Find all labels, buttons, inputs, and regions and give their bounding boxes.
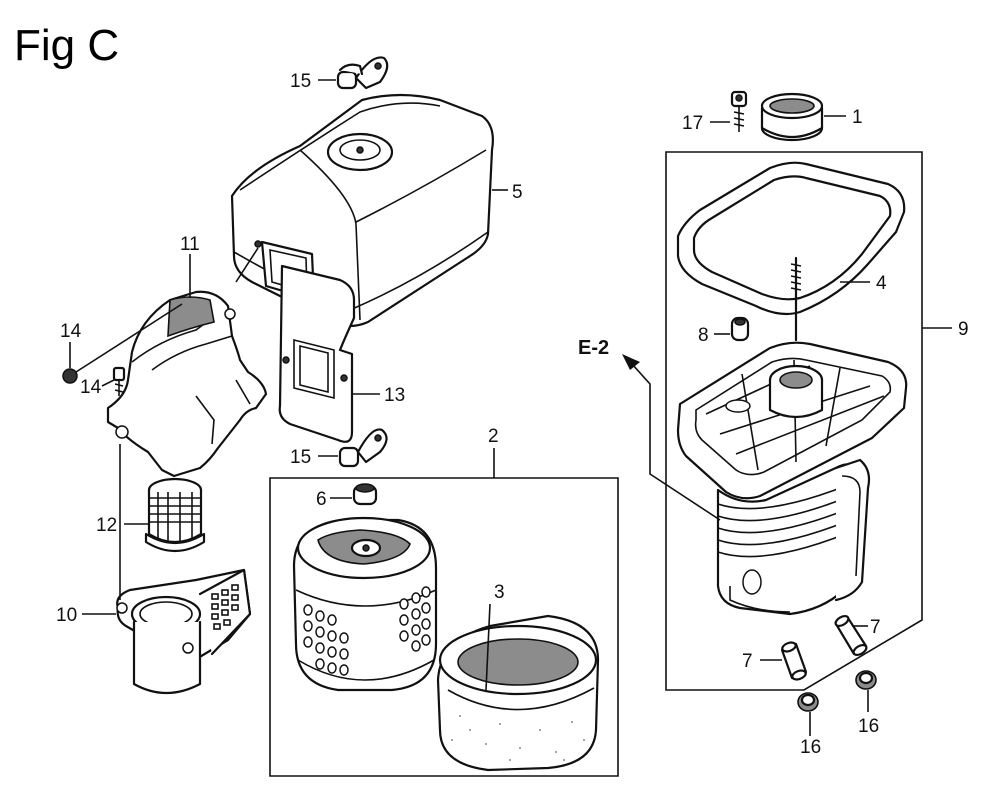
breather-tube-right <box>834 614 868 657</box>
e2-reference-arrow <box>622 354 721 521</box>
figure-title: Fig C <box>14 21 119 70</box>
callout-3: 3 <box>494 582 505 603</box>
callout-14-upper: 14 <box>60 321 82 342</box>
callout-17: 17 <box>682 113 703 134</box>
intake-base <box>116 568 252 694</box>
callout-5: 5 <box>512 182 523 203</box>
air-cleaner-cover <box>230 93 494 328</box>
callout-6: 6 <box>316 489 327 510</box>
bolt-left <box>62 303 183 384</box>
breather-tube-left <box>780 641 808 681</box>
callout-15-lower: 15 <box>290 447 311 468</box>
callout-4: 4 <box>876 273 887 294</box>
intake-elbow <box>106 290 268 478</box>
callout-11: 11 <box>180 234 200 255</box>
callout-2: 2 <box>488 426 499 447</box>
stud-bolt <box>730 90 748 132</box>
element-perforations <box>303 586 431 676</box>
callout-10: 10 <box>56 605 77 626</box>
element-assembly-group-box <box>269 477 619 777</box>
callout-8: 8 <box>698 325 709 346</box>
case-gasket <box>676 161 906 316</box>
leader-lines <box>82 79 952 736</box>
callout-7-left: 7 <box>742 651 753 672</box>
wing-nut-lower <box>338 428 388 468</box>
filter-screen <box>144 477 206 552</box>
callout-15-upper: 15 <box>290 71 311 92</box>
reference-label: E-2 <box>578 337 609 359</box>
callout-16-right: 16 <box>858 716 879 737</box>
callout-1: 1 <box>852 107 863 128</box>
case-assembly-group-box <box>665 151 923 691</box>
callout-16-left: 16 <box>800 737 821 758</box>
air-cleaner-element <box>292 516 438 692</box>
air-cleaner-case <box>676 341 908 616</box>
drain-cap-left <box>797 692 819 712</box>
bolt-small <box>112 366 126 396</box>
drain-cap-right <box>855 670 877 690</box>
foam-element <box>436 614 600 772</box>
collar-ring <box>760 92 824 142</box>
callout-9: 9 <box>958 319 969 340</box>
wing-nut-upper <box>336 56 389 90</box>
element-nut <box>352 483 378 506</box>
callout-13: 13 <box>384 385 405 406</box>
cover-plate <box>278 264 356 443</box>
callout-14-lower: 14 <box>80 377 102 398</box>
callout-7-right: 7 <box>870 617 881 638</box>
small-nut <box>730 316 750 342</box>
callout-12: 12 <box>96 515 117 536</box>
case-stud <box>790 256 802 342</box>
